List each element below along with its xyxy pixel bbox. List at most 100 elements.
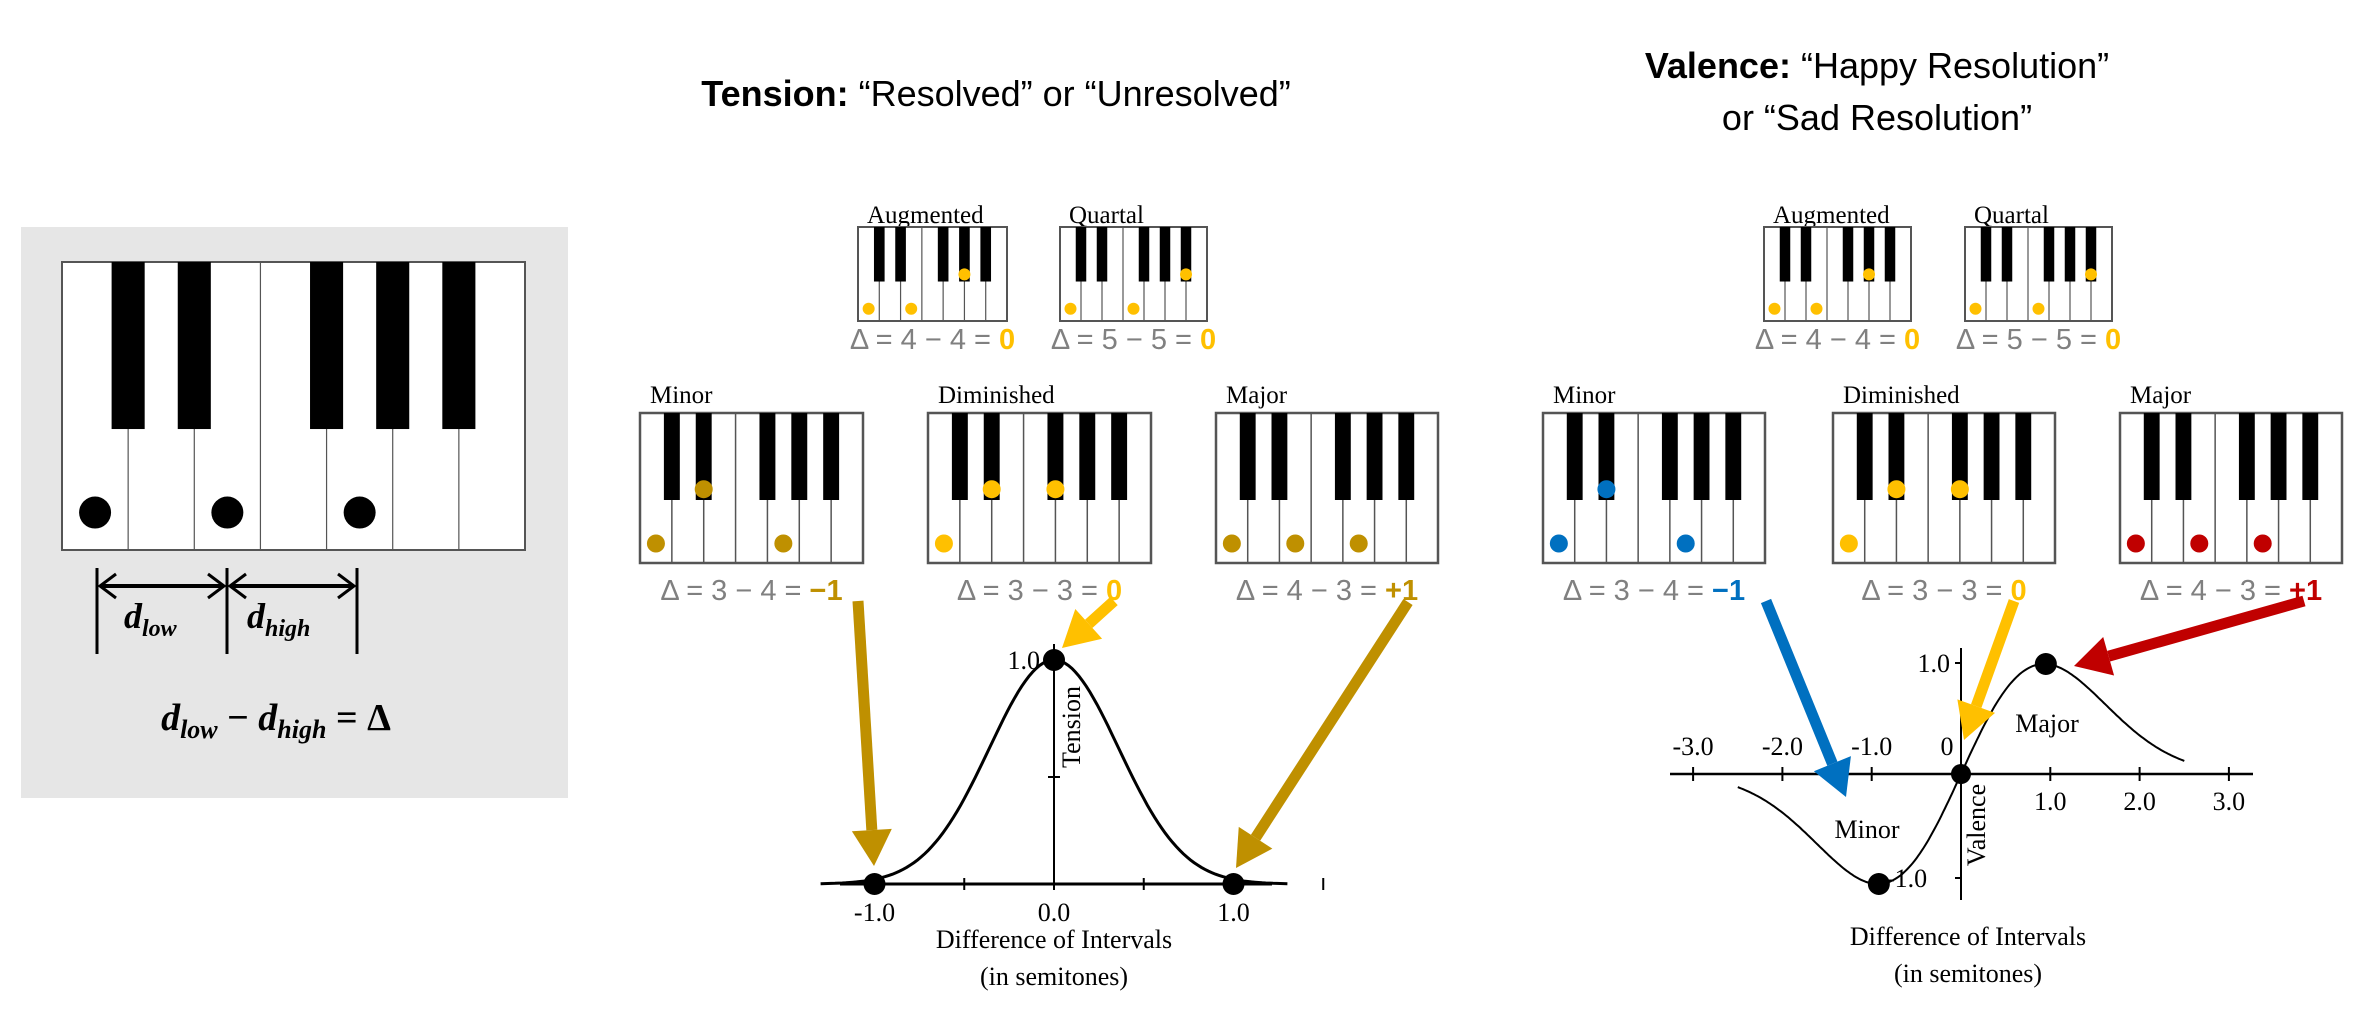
black-key [959, 227, 970, 282]
y-axis-label: Valence [1962, 784, 1991, 866]
interval-arrows [95, 568, 359, 654]
x-tick-label: 0.0 [1038, 898, 1071, 927]
note-dot [1863, 268, 1875, 281]
chord-name: Augmented [867, 202, 984, 229]
note-dot [1222, 534, 1241, 553]
black-key [1271, 413, 1288, 500]
tension-title: Tension: “Resolved” or “Unresolved” [701, 73, 1290, 114]
large-keyboard [61, 261, 526, 551]
x-axis-label: Difference of Intervals [1850, 922, 2086, 951]
data-point [2034, 653, 2057, 675]
delta-formula: Δ = 4 − 3 = [2140, 575, 2289, 607]
y-tick-label: 1.0 [1008, 646, 1041, 675]
black-key [1863, 227, 1875, 282]
delta-result: −1 [1712, 575, 1745, 607]
black-key [1079, 413, 1096, 500]
arrow-shaft [2107, 595, 2306, 662]
note-dot [646, 534, 665, 553]
black-key [1180, 227, 1192, 282]
x-tick-label: -2.0 [1762, 732, 1803, 761]
note-dot [79, 496, 112, 529]
black-key [1075, 227, 1087, 282]
black-key [1661, 413, 1678, 500]
black-key [663, 413, 680, 500]
note-dot [1676, 534, 1695, 553]
note-dot [1046, 480, 1065, 499]
chord-name: Minor [650, 382, 713, 409]
note-dot [694, 480, 713, 499]
black-key [1779, 227, 1791, 282]
note-dot [1969, 302, 1982, 315]
note-dot [934, 534, 953, 553]
x-axis-unit: (in semitones) [980, 962, 1128, 991]
delta-expression: Δ = 4 − 4 = 0 [1755, 324, 1920, 356]
y-axis-label: Tension [1057, 686, 1086, 768]
d-high-label: dhigh [247, 596, 310, 642]
note-dot [905, 302, 918, 315]
x-tick-label: 0 [1941, 732, 1954, 761]
chord-augmented: Augmented Δ = 4 − 4 = 0 [850, 202, 1015, 356]
delta-formula: Δ = 3 − 4 = [660, 575, 809, 607]
major-tension-arrow [1236, 599, 1413, 868]
delta-formula: Δ = 4 − 4 = [850, 324, 999, 356]
arrow-head [1813, 756, 1851, 797]
black-key [1842, 227, 1854, 282]
black-key [2015, 413, 2032, 500]
black-key [1884, 227, 1896, 282]
y-tick-label: 1.0 [1918, 649, 1951, 678]
delta-expression: Δ = 4 − 4 = 0 [850, 324, 1015, 356]
d-low-label: dlow [124, 596, 178, 642]
delta-expression: Δ = 3 − 3 = 0 [957, 575, 1122, 607]
black-key [1159, 227, 1171, 282]
data-point [1867, 873, 1890, 895]
black-key [177, 262, 211, 430]
note-dot [1180, 268, 1192, 281]
delta-formula: Δ = 5 − 5 = [1956, 324, 2105, 356]
delta-result: +1 [1385, 575, 1418, 607]
note-dot [2253, 534, 2272, 553]
delta-expression: Δ = 5 − 5 = 0 [1956, 324, 2121, 356]
black-key [873, 227, 885, 282]
black-key [823, 413, 840, 500]
major-annotation: Major [2015, 709, 2079, 738]
note-dot [1549, 534, 1568, 553]
arrow-shaft [1760, 598, 1838, 766]
black-key [2064, 227, 2076, 282]
note-dot [1768, 302, 1781, 315]
x-axis-label: Difference of Intervals [936, 925, 1172, 954]
delta-expression: Δ = 3 − 4 = −1 [660, 575, 842, 607]
black-key [1693, 413, 1710, 500]
chord-minor: Minor Δ = 3 − 4 = −1 [638, 382, 865, 607]
note-dot [1064, 302, 1077, 315]
black-key [895, 227, 906, 282]
note-dot [1950, 480, 1969, 499]
chord-name: Diminished [1843, 382, 1960, 409]
black-key [1800, 227, 1812, 282]
data-point [1222, 873, 1245, 895]
note-dot [1887, 480, 1906, 499]
arrow-head [1957, 699, 1996, 740]
note-dot [1286, 534, 1305, 553]
note-dot [1349, 534, 1368, 553]
delta-formula: Δ = 3 − 4 = [1563, 575, 1712, 607]
delta-formula: Δ = 3 − 3 = [957, 575, 1106, 607]
arrowhead [207, 572, 227, 600]
black-key [1856, 413, 1873, 500]
note-dot [2032, 302, 2045, 315]
x-tick-label: -1.0 [1851, 732, 1892, 761]
data-point [863, 873, 886, 895]
black-key [951, 413, 968, 500]
black-key [2085, 227, 2097, 282]
arrow-shaft [1085, 596, 1118, 628]
chord-name: Major [2130, 382, 2192, 409]
black-key [2238, 413, 2255, 500]
black-key [111, 262, 145, 430]
